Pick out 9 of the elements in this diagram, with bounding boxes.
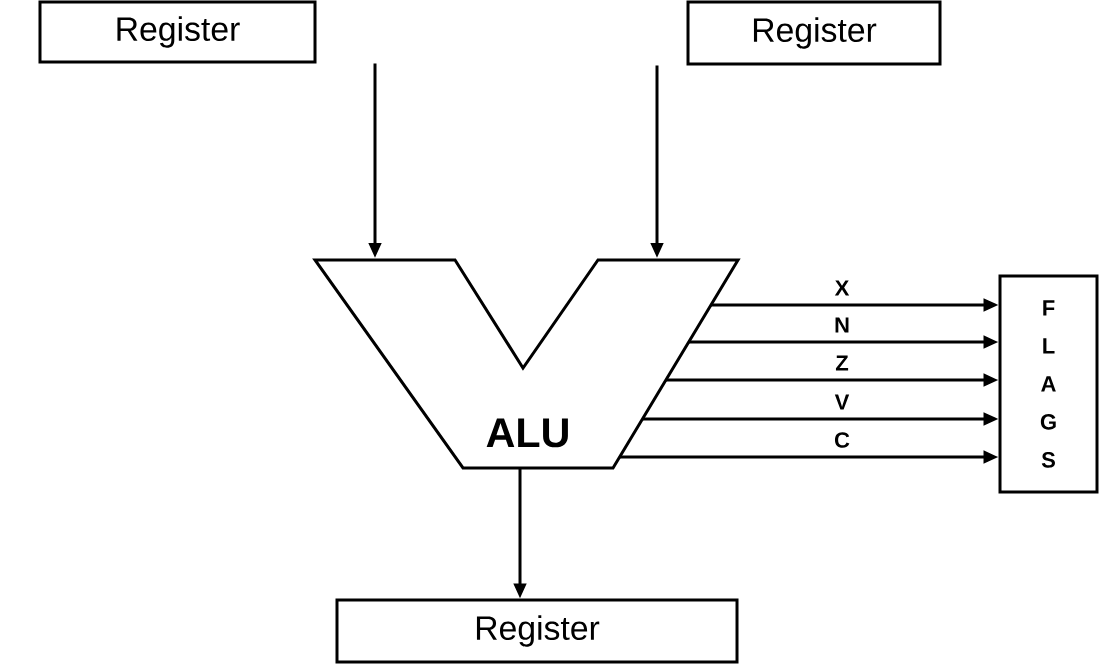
register-box: Register (686, 0, 942, 66)
register-box: Register (335, 598, 739, 664)
edge-label: C (834, 432, 850, 448)
register-box: Register (38, 0, 317, 64)
edge-label: Z (835, 355, 849, 371)
edge-label: N (835, 317, 849, 333)
edge-label: X (834, 280, 850, 296)
edge-label: V (834, 394, 850, 410)
flags-box: F L A G S (998, 274, 1099, 494)
